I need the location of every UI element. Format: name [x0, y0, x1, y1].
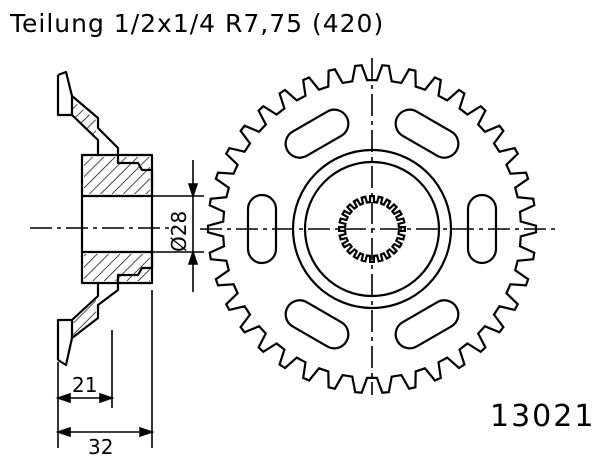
lightening-slot — [394, 108, 460, 159]
plate-section-upper — [72, 100, 96, 138]
sprocket-teeth-outline — [206, 64, 538, 394]
overall-width-dimension — [55, 290, 155, 448]
lightening-slot — [284, 299, 350, 350]
side-section-view — [56, 70, 154, 367]
part-number: 13021 — [490, 399, 595, 434]
lightening-slot — [284, 108, 350, 159]
spline-bore — [338, 195, 406, 263]
bore-dimension — [152, 160, 204, 292]
lightening-slot — [394, 299, 460, 350]
hub-width-dimension — [55, 330, 115, 408]
hub-section-upper — [84, 157, 150, 194]
drawing-title: Teilung 1/2x1/4 R7,75 (420) — [9, 9, 384, 38]
overall-width-label: 32 — [88, 435, 113, 459]
hub-width-label: 21 — [72, 373, 97, 397]
plate-section-lower — [72, 300, 96, 336]
bore-dimension-label: Ø28 — [167, 211, 191, 252]
hub-section-lower — [84, 254, 150, 281]
